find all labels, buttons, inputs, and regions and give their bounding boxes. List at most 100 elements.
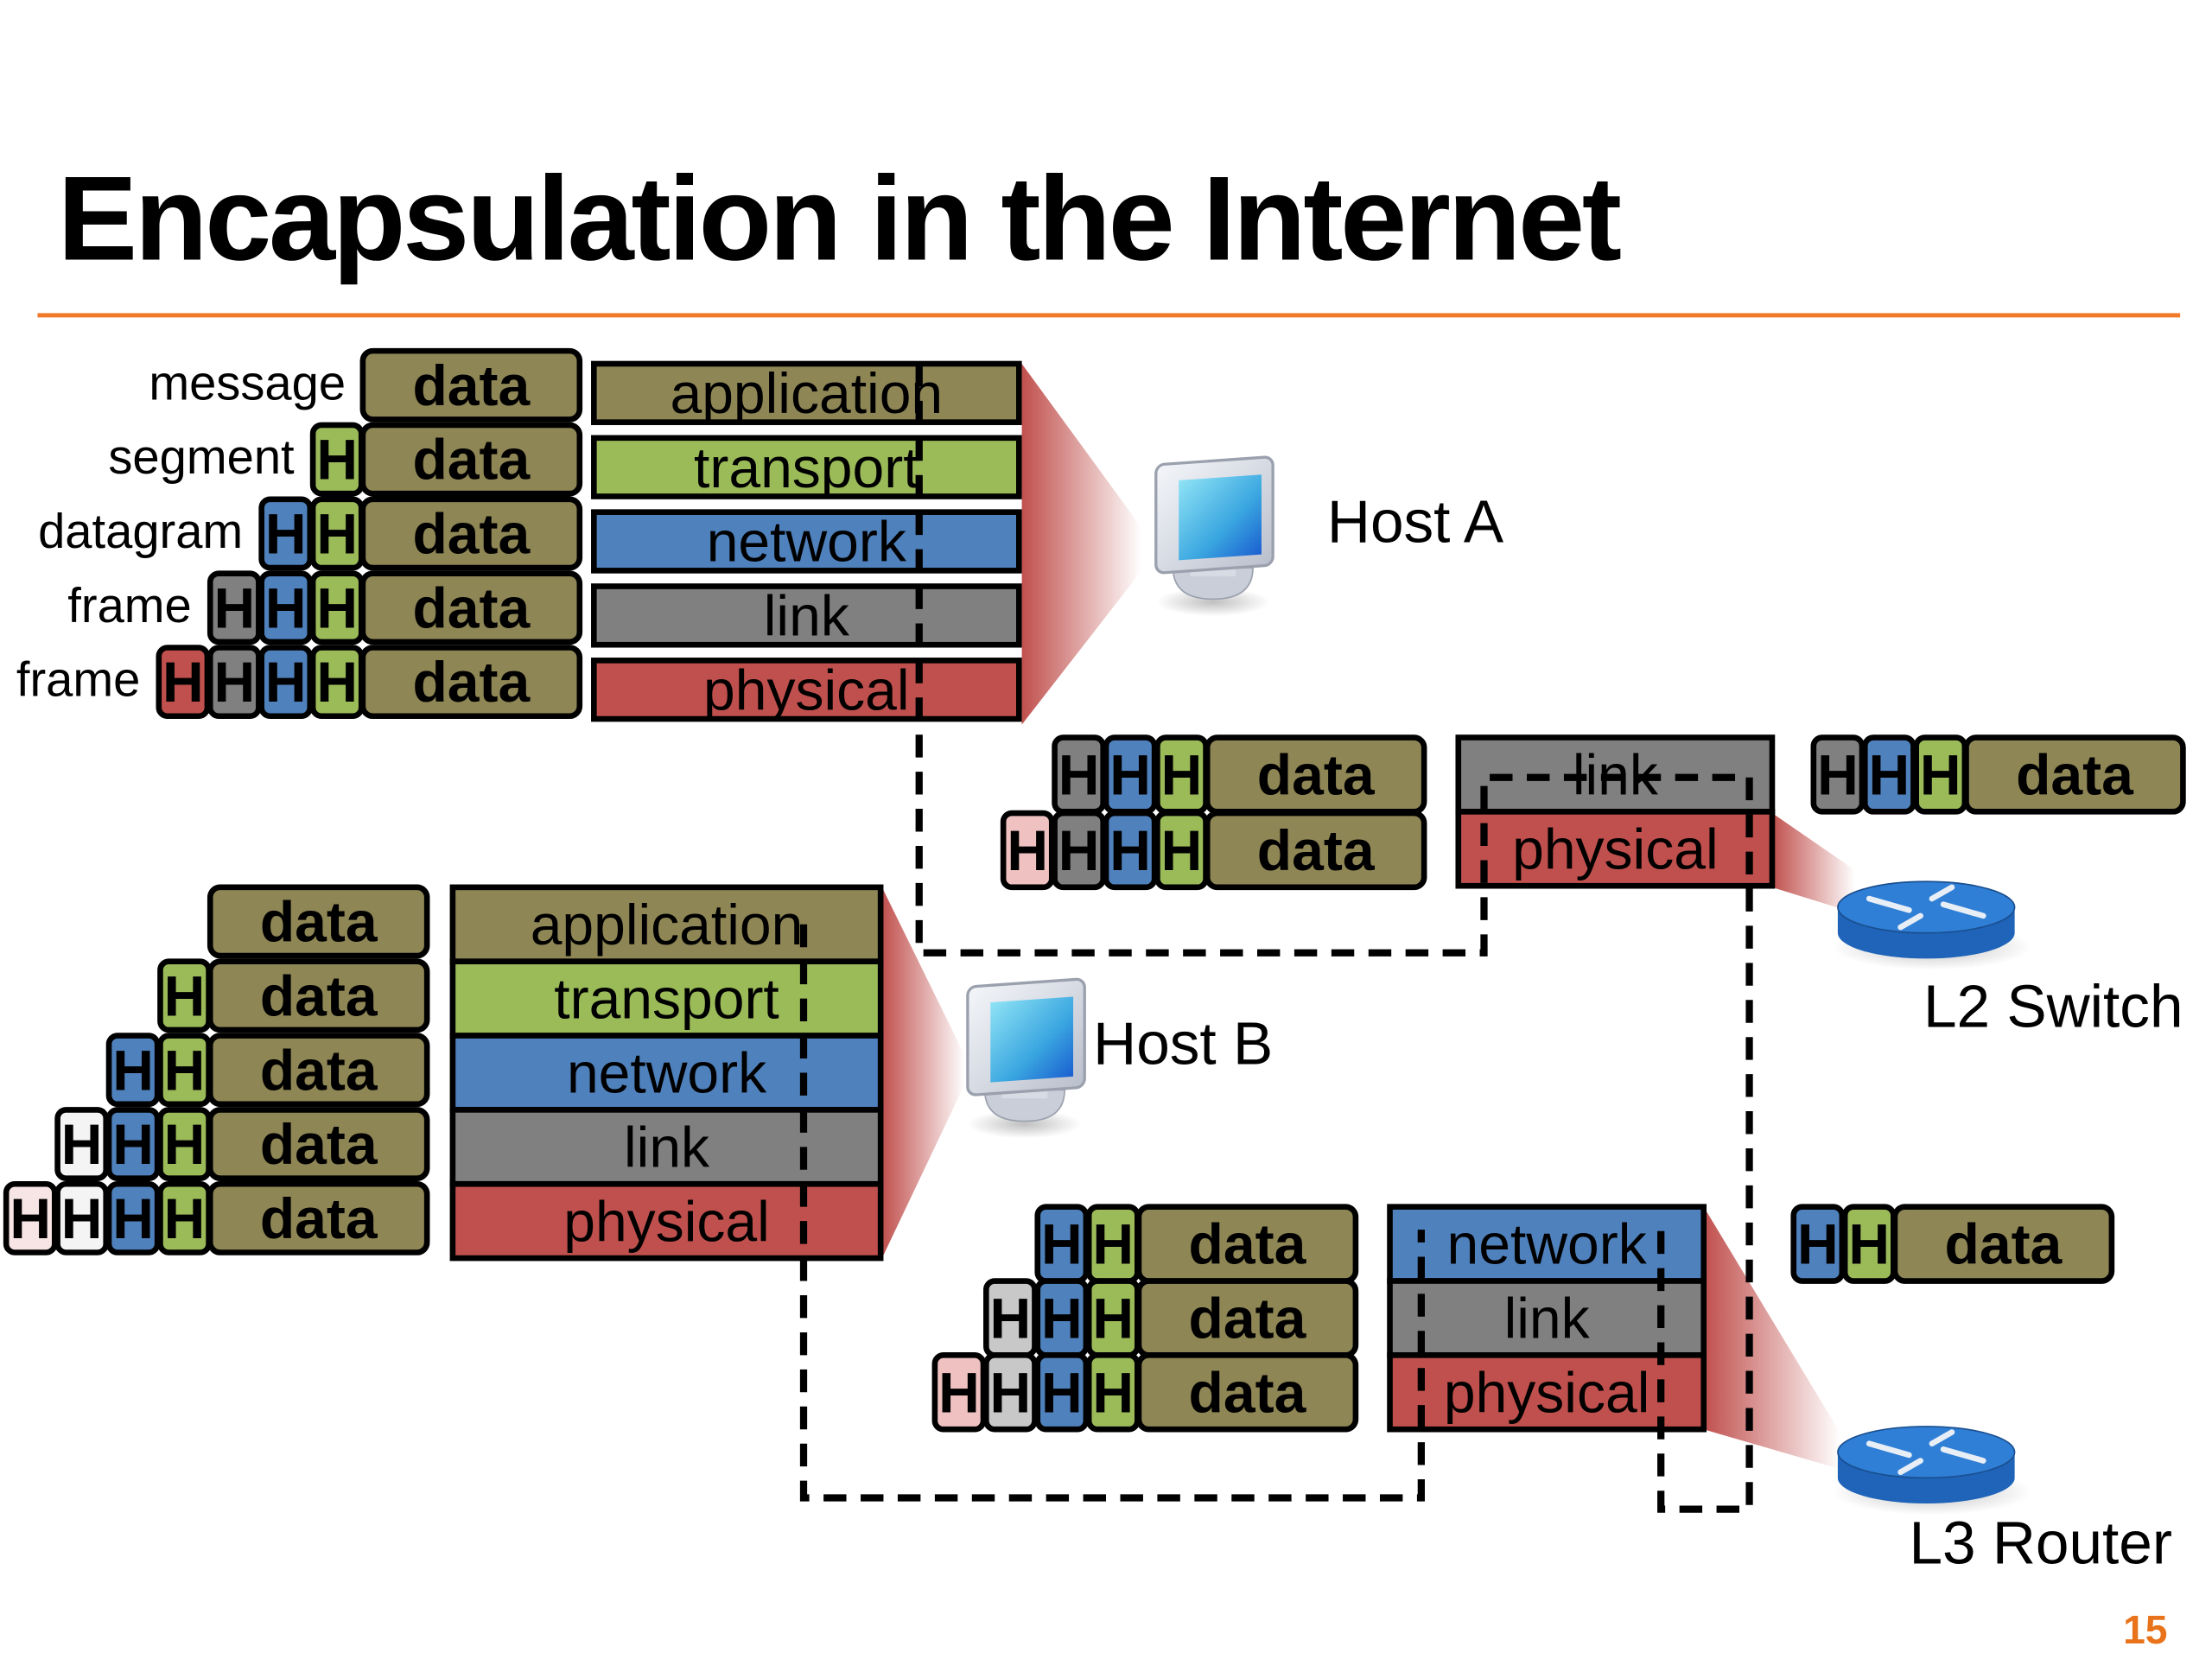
- layer-transport: [591, 435, 1022, 499]
- header-link_white: [54, 1180, 110, 1255]
- data-block: [359, 347, 583, 423]
- layer-physical: [591, 658, 1022, 722]
- header-label: H: [164, 1186, 206, 1250]
- header-link: [207, 570, 262, 645]
- layer-network: [449, 1033, 884, 1113]
- l2-switch-label: L2 Switch: [1923, 973, 2183, 1040]
- data-label: data: [260, 1186, 378, 1250]
- layer-link-label: link: [764, 583, 850, 647]
- layer-physical-label: physical: [1444, 1360, 1650, 1424]
- layer-network-label: network: [1447, 1212, 1648, 1276]
- layer-application-label: application: [670, 361, 943, 425]
- router-outgoing-pdu: data HH: [1790, 1204, 2115, 1284]
- header-label: H: [1161, 743, 1203, 807]
- header-label: H: [1109, 743, 1151, 807]
- header-label: H: [1092, 1360, 1134, 1424]
- layer-physical-label: physical: [703, 658, 910, 721]
- header-label: H: [61, 1186, 103, 1250]
- layer-physical-label: physical: [1512, 817, 1719, 880]
- host-a-pdu-row: data: [359, 347, 583, 423]
- data-label: data: [412, 428, 531, 492]
- header-label: H: [990, 1360, 1032, 1424]
- header-label: H: [1041, 1212, 1083, 1276]
- data-label: data: [1257, 743, 1376, 807]
- pdu-name-label: frame: [16, 652, 140, 707]
- l3-router-icon: [1832, 1426, 2032, 1516]
- header-link_pale: [983, 1352, 1038, 1433]
- data-label: data: [412, 650, 531, 714]
- header-label: H: [164, 1112, 206, 1176]
- pdu-name-label: frame: [67, 578, 191, 632]
- header-label: H: [112, 1186, 154, 1250]
- header-link: [1810, 734, 1866, 815]
- header-label: H: [265, 502, 307, 566]
- data-label: data: [412, 502, 531, 566]
- host-b-pdu-row: data HHH: [54, 1107, 430, 1181]
- header-physical_white: [3, 1180, 58, 1255]
- path-host-a-to-switch: [915, 363, 1753, 1513]
- host-a-fan: [1021, 363, 1142, 725]
- layer-physical: [449, 1180, 884, 1262]
- pdu-name-label: datagram: [38, 504, 243, 558]
- header-label: H: [164, 963, 206, 1027]
- layer-application-label: application: [531, 893, 804, 957]
- header-label: H: [112, 1112, 154, 1176]
- header-network: [105, 1033, 161, 1108]
- host-b-pdu-row: data: [207, 884, 430, 959]
- header-physical: [156, 645, 211, 720]
- pdu-name-label: message: [149, 355, 346, 410]
- layer-link: [449, 1107, 884, 1187]
- layer-physical-label: physical: [563, 1189, 770, 1253]
- header-label: H: [316, 650, 358, 714]
- header-label: H: [1007, 818, 1048, 882]
- header-label: H: [1058, 743, 1100, 807]
- layer-network: [591, 509, 1022, 574]
- l3-router-label: L3 Router: [1909, 1509, 2171, 1576]
- l2-switch-icon: [1832, 880, 2032, 970]
- host-a-label: Host A: [1327, 487, 1504, 555]
- layer-network: [1387, 1204, 1707, 1284]
- data-label: data: [1189, 1287, 1307, 1351]
- header-label: H: [1041, 1360, 1083, 1424]
- header-label: H: [10, 1186, 51, 1250]
- data-label: data: [412, 575, 531, 639]
- header-link_white: [54, 1107, 110, 1181]
- layer-network-label: network: [567, 1041, 767, 1105]
- slide-title: Encapsulation in the Internet: [58, 151, 1621, 285]
- header-label: H: [1920, 743, 1961, 807]
- host-b-label: Host B: [1093, 1010, 1273, 1077]
- header-label: H: [1092, 1287, 1134, 1351]
- pdu-name-label: segment: [108, 429, 295, 484]
- header-label: H: [1869, 743, 1910, 807]
- header-label: H: [61, 1112, 103, 1176]
- layer-link-label: link: [1504, 1287, 1591, 1351]
- header-label: H: [265, 575, 307, 639]
- header-label: H: [213, 650, 255, 714]
- header-label: H: [316, 575, 358, 639]
- layer-physical: [1387, 1352, 1707, 1433]
- layer-application: [591, 360, 1022, 425]
- data-label: data: [2016, 743, 2134, 807]
- page-number: 15: [2123, 1607, 2167, 1652]
- header-label: H: [1161, 818, 1203, 882]
- header-label: H: [316, 428, 358, 492]
- data-path: [799, 363, 1753, 1513]
- header-label: H: [1109, 818, 1151, 882]
- header-label: H: [1848, 1212, 1890, 1276]
- data-label: data: [260, 1112, 378, 1176]
- header-label: H: [1797, 1212, 1839, 1276]
- data-label: data: [1945, 1212, 2063, 1276]
- header-label: H: [990, 1287, 1032, 1351]
- data-label: data: [1189, 1212, 1307, 1276]
- header-network: [1790, 1204, 1846, 1284]
- layer-link: [591, 583, 1022, 648]
